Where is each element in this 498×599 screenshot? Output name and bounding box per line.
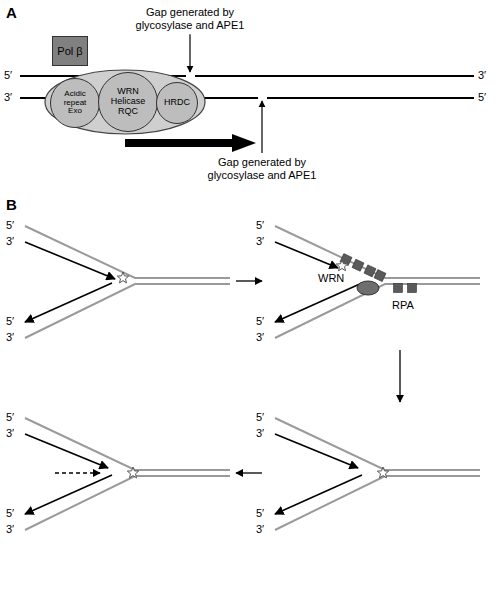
strand-end: 5′ bbox=[6, 219, 14, 232]
polymerase-box: Pol β bbox=[52, 36, 88, 66]
step-arrow bbox=[236, 280, 262, 281]
step-arrow bbox=[399, 350, 400, 402]
gap-note: Gap generated by glycosylase and APE1 bbox=[125, 6, 255, 31]
wrn-protein bbox=[45, 70, 205, 134]
leader-arrow bbox=[261, 101, 262, 153]
rpa-protein bbox=[374, 270, 386, 282]
dna-strand bbox=[275, 418, 480, 470]
dna-strand bbox=[275, 242, 338, 268]
strand-end: 5′ bbox=[256, 315, 264, 328]
dna-strand bbox=[55, 472, 100, 473]
lesion-star bbox=[336, 260, 347, 271]
dna-strand bbox=[267, 97, 474, 99]
strand-end: 3′ bbox=[256, 523, 264, 536]
rpa-protein bbox=[352, 259, 364, 271]
domain-circle: HRDC bbox=[156, 82, 198, 124]
strand-end: 5′ bbox=[6, 507, 14, 520]
strand-end: 3′ bbox=[6, 331, 14, 344]
strand-end: 3′ bbox=[478, 69, 486, 82]
strand-end: 5′ bbox=[4, 69, 12, 82]
strand-end: 3′ bbox=[6, 523, 14, 536]
direction-arrow bbox=[125, 134, 256, 152]
rpa-protein bbox=[408, 284, 417, 293]
domain-circle: Acidic repeatExo bbox=[50, 78, 100, 128]
domain-circle: WRN Helicase RQC bbox=[98, 72, 158, 132]
lesion-star bbox=[377, 467, 388, 478]
replication-fork bbox=[25, 226, 230, 338]
dna-strand bbox=[25, 242, 115, 279]
node-text: Acidic repeat bbox=[57, 90, 93, 108]
dna-strand bbox=[275, 434, 358, 468]
strand-end: 5′ bbox=[6, 411, 14, 424]
node-text: HRDC bbox=[164, 98, 190, 108]
leader-arrow bbox=[189, 34, 190, 72]
strand-end: 3′ bbox=[256, 331, 264, 344]
wrn-protein bbox=[357, 281, 379, 295]
strand-end: 5′ bbox=[6, 315, 14, 328]
replication-fork bbox=[275, 226, 480, 338]
node-text: WRN Helicase RQC bbox=[105, 87, 151, 117]
protein-name: RPA bbox=[392, 299, 414, 312]
rpa-protein bbox=[394, 284, 403, 293]
strand-end: 3′ bbox=[256, 235, 264, 248]
strand-end: 5′ bbox=[256, 507, 264, 520]
gap-note: Gap generated by glycosylase and APE1 bbox=[197, 156, 327, 181]
replication-fork bbox=[25, 418, 230, 530]
dna-strand bbox=[275, 476, 480, 530]
panel-letter: A bbox=[6, 4, 17, 21]
dna-strand bbox=[25, 226, 230, 278]
step-arrow bbox=[236, 472, 262, 473]
lesion-star bbox=[117, 272, 128, 283]
dna-strand bbox=[275, 283, 362, 322]
protein-name: WRN bbox=[318, 272, 344, 285]
dna-strand bbox=[25, 476, 230, 530]
strand-end: 3′ bbox=[6, 427, 14, 440]
strand-end: 3′ bbox=[6, 235, 14, 248]
panel-letter: B bbox=[6, 196, 17, 213]
lesion-star bbox=[127, 467, 138, 478]
dna-strand bbox=[195, 75, 474, 77]
dna-strand bbox=[25, 418, 230, 470]
strand-end: 3′ bbox=[4, 91, 12, 104]
node-text: Pol β bbox=[57, 45, 82, 57]
strand-end: 5′ bbox=[478, 91, 486, 104]
rpa-protein bbox=[364, 265, 376, 277]
strand-end: 5′ bbox=[256, 219, 264, 232]
replication-fork bbox=[275, 418, 480, 530]
dna-strand bbox=[25, 434, 108, 468]
dna-strand bbox=[25, 475, 112, 514]
dna-strand bbox=[275, 475, 362, 514]
dna-strand bbox=[25, 284, 230, 338]
dna-strand bbox=[25, 283, 112, 322]
node-text: Exo bbox=[68, 107, 82, 116]
strand-end: 5′ bbox=[256, 411, 264, 424]
strand-end: 3′ bbox=[256, 427, 264, 440]
